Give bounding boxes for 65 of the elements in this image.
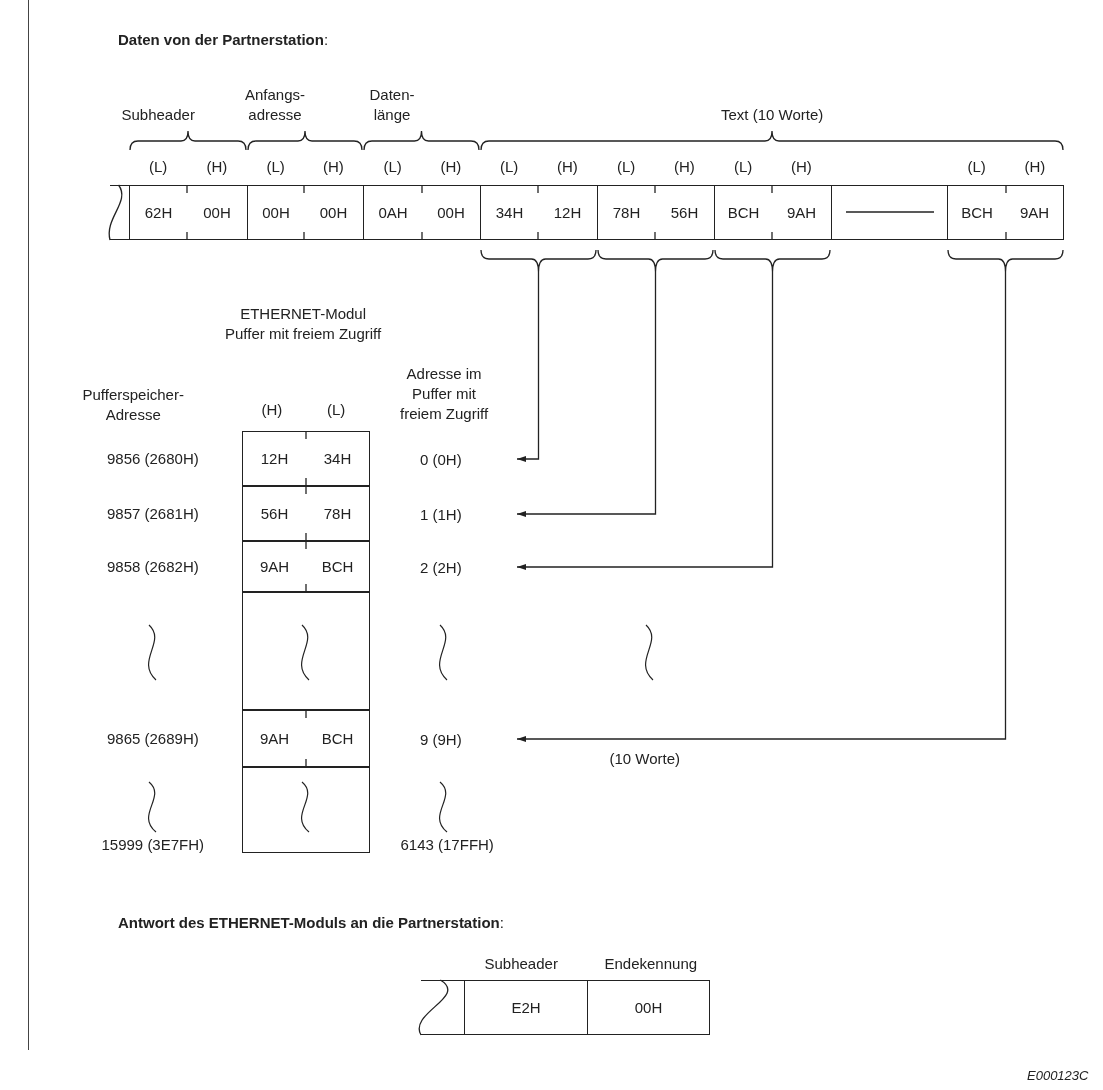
byte-order-label: (L) xyxy=(327,400,346,420)
byte-order-label: (H) xyxy=(261,400,283,420)
byte-field: 00H xyxy=(247,185,304,240)
byte-field: 0AH xyxy=(363,185,422,240)
byte-order-label: (H) xyxy=(206,157,228,177)
address-text: 9856 (2680H) xyxy=(107,449,199,469)
brace xyxy=(947,250,1064,272)
heading-text: ETHERNET-Modul Puffer mit freiem Zugriff xyxy=(225,304,382,344)
column-heading: Pufferspeicher- Adresse xyxy=(82,385,184,425)
byte-order-label: (L) xyxy=(967,157,986,177)
address-text: 2 (2H) xyxy=(400,557,517,577)
frame-break-field xyxy=(421,980,464,1035)
figure-code: E000123C xyxy=(1027,1067,1089,1085)
brace xyxy=(714,250,831,272)
gap-field xyxy=(831,185,947,240)
byte-order-label: (L) xyxy=(149,157,168,177)
byte-field: 56H xyxy=(655,185,714,240)
byte-order-label: (H) xyxy=(557,157,578,177)
brace xyxy=(480,250,597,272)
field-name: Endekennung xyxy=(604,954,698,974)
byte-field: 9AH xyxy=(772,185,831,240)
arrow xyxy=(516,271,657,517)
empty-field xyxy=(242,767,370,853)
byte-field: 12H xyxy=(538,185,597,240)
address-text: 9858 (2682H) xyxy=(107,557,199,577)
empty-field xyxy=(242,592,370,710)
byte-field: BCH xyxy=(714,185,772,240)
byte-order-label: (L) xyxy=(734,157,753,177)
byte-order-label: (H) xyxy=(440,157,462,177)
byte-field: 00H xyxy=(587,980,710,1035)
byte-field: 78H xyxy=(597,185,655,240)
address-text: 6143 (17FFH) xyxy=(400,835,494,855)
field-name: Text (10 Worte) xyxy=(721,105,824,125)
byte-field: 00H xyxy=(422,185,480,240)
field-name: Subheader xyxy=(484,954,558,974)
byte-order-label: (H) xyxy=(323,157,344,177)
address-text: 9865 (2689H) xyxy=(107,729,199,749)
address-text: 1 (1H) xyxy=(400,504,517,524)
address-text: 9 (9H) xyxy=(400,729,517,749)
arrow xyxy=(516,271,540,462)
address-text: 0 (0H) xyxy=(400,449,517,469)
byte-order-label: (L) xyxy=(500,157,519,177)
byte-field: 34H xyxy=(480,185,538,240)
byte-field: 62H xyxy=(129,185,187,240)
address-text: 9857 (2681H) xyxy=(107,504,199,524)
brace xyxy=(597,250,714,272)
frame-break-field xyxy=(110,185,129,240)
field-name: Daten- länge xyxy=(369,85,415,125)
address-text: 15999 (3E7FH) xyxy=(101,835,205,855)
section-heading: Antwort des ETHERNET-Moduls an die Partnerstation: xyxy=(118,913,504,933)
byte-order-label: (L) xyxy=(617,157,636,177)
field-name: Subheader xyxy=(121,105,195,125)
arrow xyxy=(516,271,1007,742)
byte-order-label: (L) xyxy=(383,157,402,177)
field-name: Anfangs- adresse xyxy=(245,85,306,125)
arrow xyxy=(516,271,774,570)
byte-field: 00H xyxy=(304,185,363,240)
section-heading: Daten von der Partnerstation: xyxy=(118,30,329,50)
column-heading: Adresse im Puffer mit freiem Zugriff xyxy=(400,364,489,424)
byte-order-label: (H) xyxy=(674,157,695,177)
byte-field: E2H xyxy=(464,980,587,1035)
byte-order-label: (H) xyxy=(1024,157,1046,177)
byte-field: 00H xyxy=(187,185,247,240)
byte-order-label: (H) xyxy=(791,157,812,177)
byte-order-label: (L) xyxy=(266,157,285,177)
